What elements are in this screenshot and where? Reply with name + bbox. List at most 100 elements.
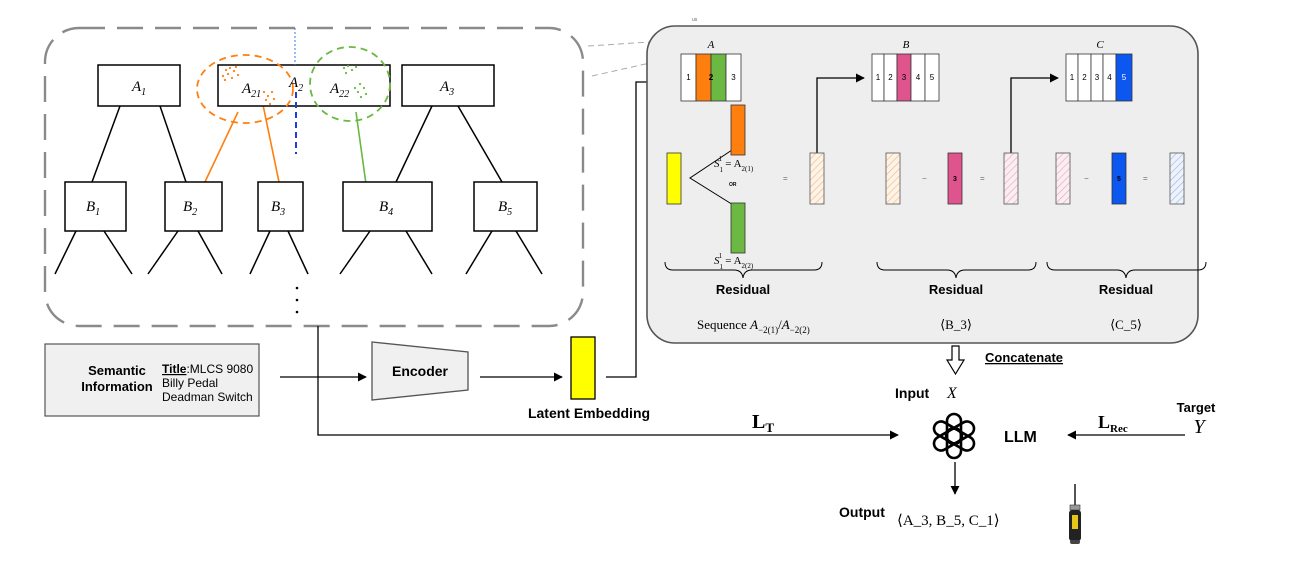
node-a2	[217, 64, 391, 107]
node-b5-label: B5	[498, 199, 512, 218]
codebook-a-cell-2b	[710, 53, 727, 102]
concatenate-label: Concatenate	[985, 350, 1063, 365]
encoder-block	[371, 341, 469, 401]
arrow-residual1-codebook-b	[816, 73, 865, 153]
codebook-a: 1 2 3	[680, 53, 742, 102]
codebook-c-cell-5	[1115, 53, 1133, 102]
semantic-line2: Billy Pedal	[162, 376, 218, 390]
concatenate-arrow	[945, 345, 966, 376]
s1-bottom-formula: S11= A2(2)	[714, 252, 754, 271]
equals-3: =	[1143, 174, 1148, 183]
node-b2	[164, 181, 223, 232]
codebook-c-cell-3-label: 3	[1095, 73, 1100, 82]
codebook-b-cell-4-label: 4	[916, 73, 921, 82]
output-value: ⟨A_3, B_5, C_1⟩	[897, 513, 1000, 529]
residual-panel	[646, 25, 1199, 344]
codebook-a-cell-3	[725, 53, 742, 102]
residual-label-3: Residual	[1099, 282, 1153, 297]
residual-brace-3	[1046, 261, 1207, 279]
latent-embedding-bar	[570, 336, 596, 400]
codebook-a-cell-3-label: 3	[731, 73, 736, 82]
residual-2-bar	[1003, 152, 1019, 205]
arrow-loss-t	[317, 326, 899, 440]
residual-1-bar	[809, 152, 825, 205]
node-a2-label: A2	[288, 75, 303, 94]
node-b1-label: B1	[86, 199, 100, 218]
input-var: X	[946, 385, 958, 402]
output-label: Output	[839, 504, 885, 520]
link-a22-b4	[355, 111, 367, 185]
zoom-guide-lower	[591, 55, 682, 77]
residual-2-code-bar	[947, 152, 963, 205]
codebook-a-cell-2-label: 2	[709, 73, 714, 82]
cluster-a21-dots	[221, 65, 276, 106]
s1-top-formula: S11= A2(1)	[714, 155, 754, 174]
residual-candidate-orange	[730, 104, 746, 156]
node-a1	[97, 64, 181, 107]
screwdriver-icon	[1069, 484, 1081, 544]
node-b1	[64, 181, 127, 232]
input-label: Input	[895, 385, 930, 401]
cluster-a22-circle	[309, 46, 391, 122]
link-a21-b3	[261, 99, 280, 183]
codebook-c-cell-1-label: 1	[1070, 73, 1075, 82]
sequence-b3-label: ⟨B_3⟩	[940, 317, 972, 332]
cluster-a22-dots	[342, 64, 368, 99]
arrow-residual2-codebook-c	[1010, 73, 1059, 153]
tree-edges	[54, 105, 543, 275]
semantic-label-line1: Semantic	[88, 363, 146, 378]
minus-2: −	[922, 174, 927, 183]
target-var: Y	[1193, 416, 1206, 438]
loss-rec-label: LRec	[1098, 412, 1128, 435]
semantic-title-line: Title:MLCS 9080	[162, 362, 253, 376]
llm-logo-icon	[932, 412, 976, 460]
node-a1-label: A1	[131, 79, 146, 98]
encoder-label: Encoder	[392, 363, 449, 379]
residual-brace-2	[876, 261, 1037, 279]
residual-candidate-green	[730, 202, 746, 254]
codebook-b-cell-5	[924, 53, 940, 102]
latent-embedding-label: Latent Embedding	[528, 405, 650, 421]
cluster-a21-label: A21	[241, 81, 261, 100]
residual-3-code-bar	[1111, 152, 1127, 205]
node-a3	[401, 64, 495, 107]
node-b5	[473, 181, 538, 232]
or-label: OR	[729, 182, 737, 188]
codebook-b: 1 2 3 4 5	[871, 53, 940, 102]
residual-2-code-label: 3	[953, 176, 957, 183]
codebook-c-title: C	[1096, 39, 1104, 51]
equals-2: =	[980, 174, 985, 183]
residual-branch	[689, 145, 739, 209]
cluster-a21-circle	[196, 54, 294, 124]
loss-t-label: LT	[752, 411, 774, 435]
target-label: Target	[1177, 400, 1216, 415]
node-b3	[257, 181, 304, 232]
residual-3-code-label: 5	[1117, 176, 1121, 183]
link-a21-b2	[203, 111, 239, 185]
codebook-a-cell-1-label: 1	[686, 73, 691, 82]
node-a3-label: A3	[439, 79, 454, 98]
codebook-c-cell-5-label: 5	[1122, 73, 1127, 82]
node-b2-label: B2	[183, 199, 197, 218]
codebook-a-title: A	[707, 39, 715, 51]
sequence-c5-label: ⟨C_5⟩	[1110, 317, 1142, 332]
residual-2-input-bar	[885, 152, 901, 205]
minus-3: −	[1084, 174, 1089, 183]
codebook-c-cell-4-label: 4	[1107, 73, 1112, 82]
tree-panel-border	[43, 26, 585, 328]
node-b4	[342, 181, 433, 232]
residual-label-2: Residual	[929, 282, 983, 297]
llm-label: LLM	[1004, 429, 1037, 446]
tree-ellipsis	[295, 286, 299, 314]
zoom-guide-upper	[587, 39, 682, 47]
residual-label-1: Residual	[716, 282, 770, 297]
codebook-b-cell-1-label: 1	[876, 73, 881, 82]
residual-3-bar	[1169, 152, 1185, 205]
residual-3-input-bar	[1055, 152, 1071, 205]
residual-brace-1	[664, 261, 823, 279]
equals-1: =	[783, 174, 788, 183]
semantic-label-line2: Information	[81, 379, 153, 394]
codebook-c-cell-2-label: 2	[1082, 73, 1087, 82]
